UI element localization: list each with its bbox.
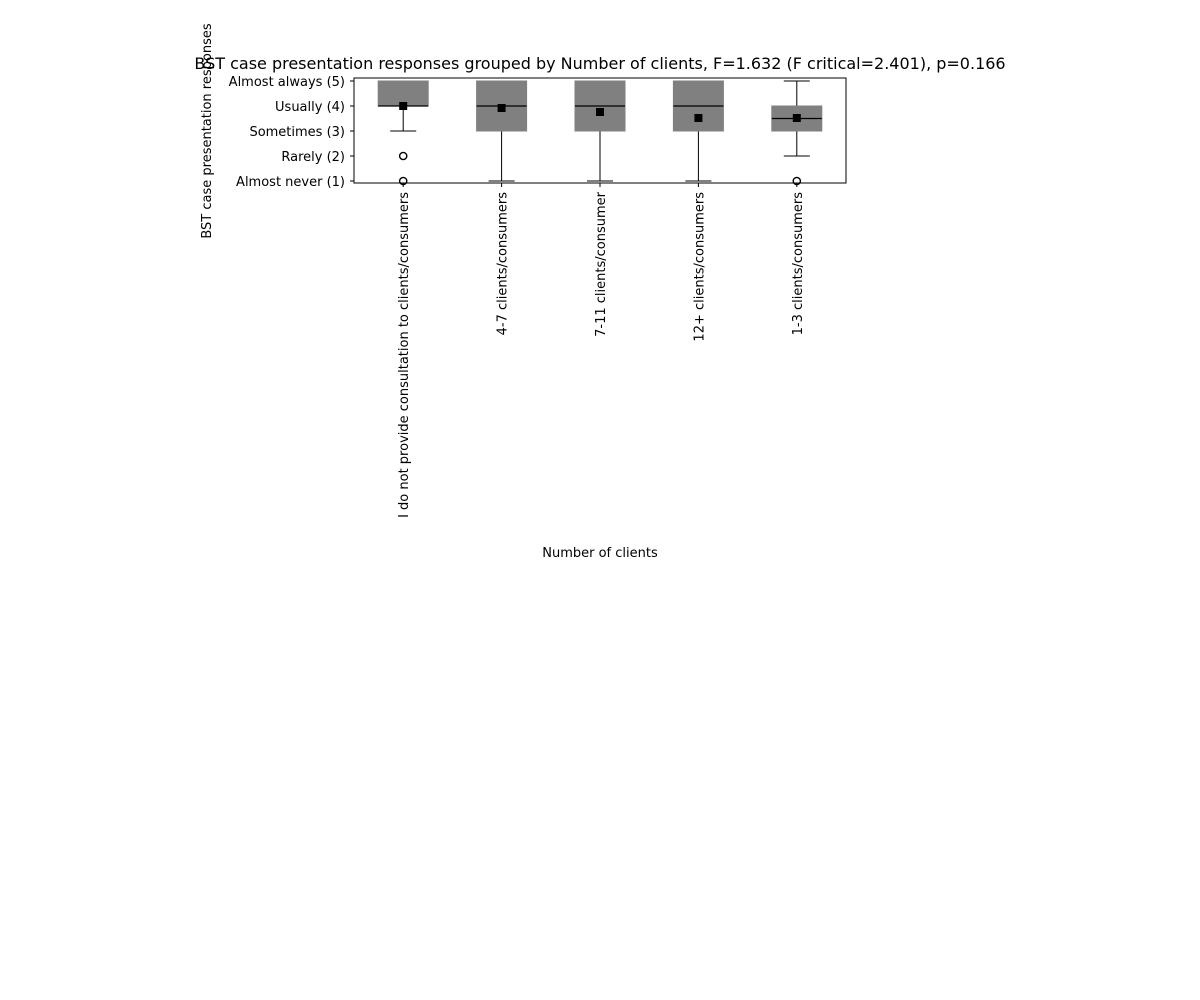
chart-title: BST case presentation responses grouped …	[194, 54, 1005, 73]
y-axis-label: BST case presentation responses	[200, 23, 215, 238]
outlier-point	[398, 151, 408, 161]
box	[377, 80, 429, 107]
x-tick-label: I do not provide consultation to clients…	[397, 192, 412, 518]
mean-marker	[792, 114, 801, 122]
x-tick-label: 7-11 clients/consumer	[594, 191, 609, 337]
plot-frame	[353, 77, 847, 184]
mean-marker	[497, 104, 506, 112]
y-tick-label: Almost always (5)	[229, 75, 345, 90]
x-axis-label: Number of clients	[542, 546, 658, 561]
y-tick-label: Almost never (1)	[236, 175, 345, 190]
mean-marker	[596, 108, 604, 116]
mean-marker	[694, 114, 703, 122]
x-tick-label: 4-7 clients/consumers	[496, 192, 511, 336]
mean-marker	[399, 102, 408, 110]
y-tick-label: Usually (4)	[275, 100, 345, 115]
y-tick-label: Sometimes (3)	[249, 125, 345, 140]
y-tick-label: Rarely (2)	[281, 150, 345, 165]
x-tick-label: 12+ clients/consumers	[692, 192, 707, 342]
x-tick-label: 1-3 clients/consumers	[791, 192, 806, 336]
plot-area: Almost always (5) Usually (4) Sometimes (3…	[229, 75, 823, 518]
